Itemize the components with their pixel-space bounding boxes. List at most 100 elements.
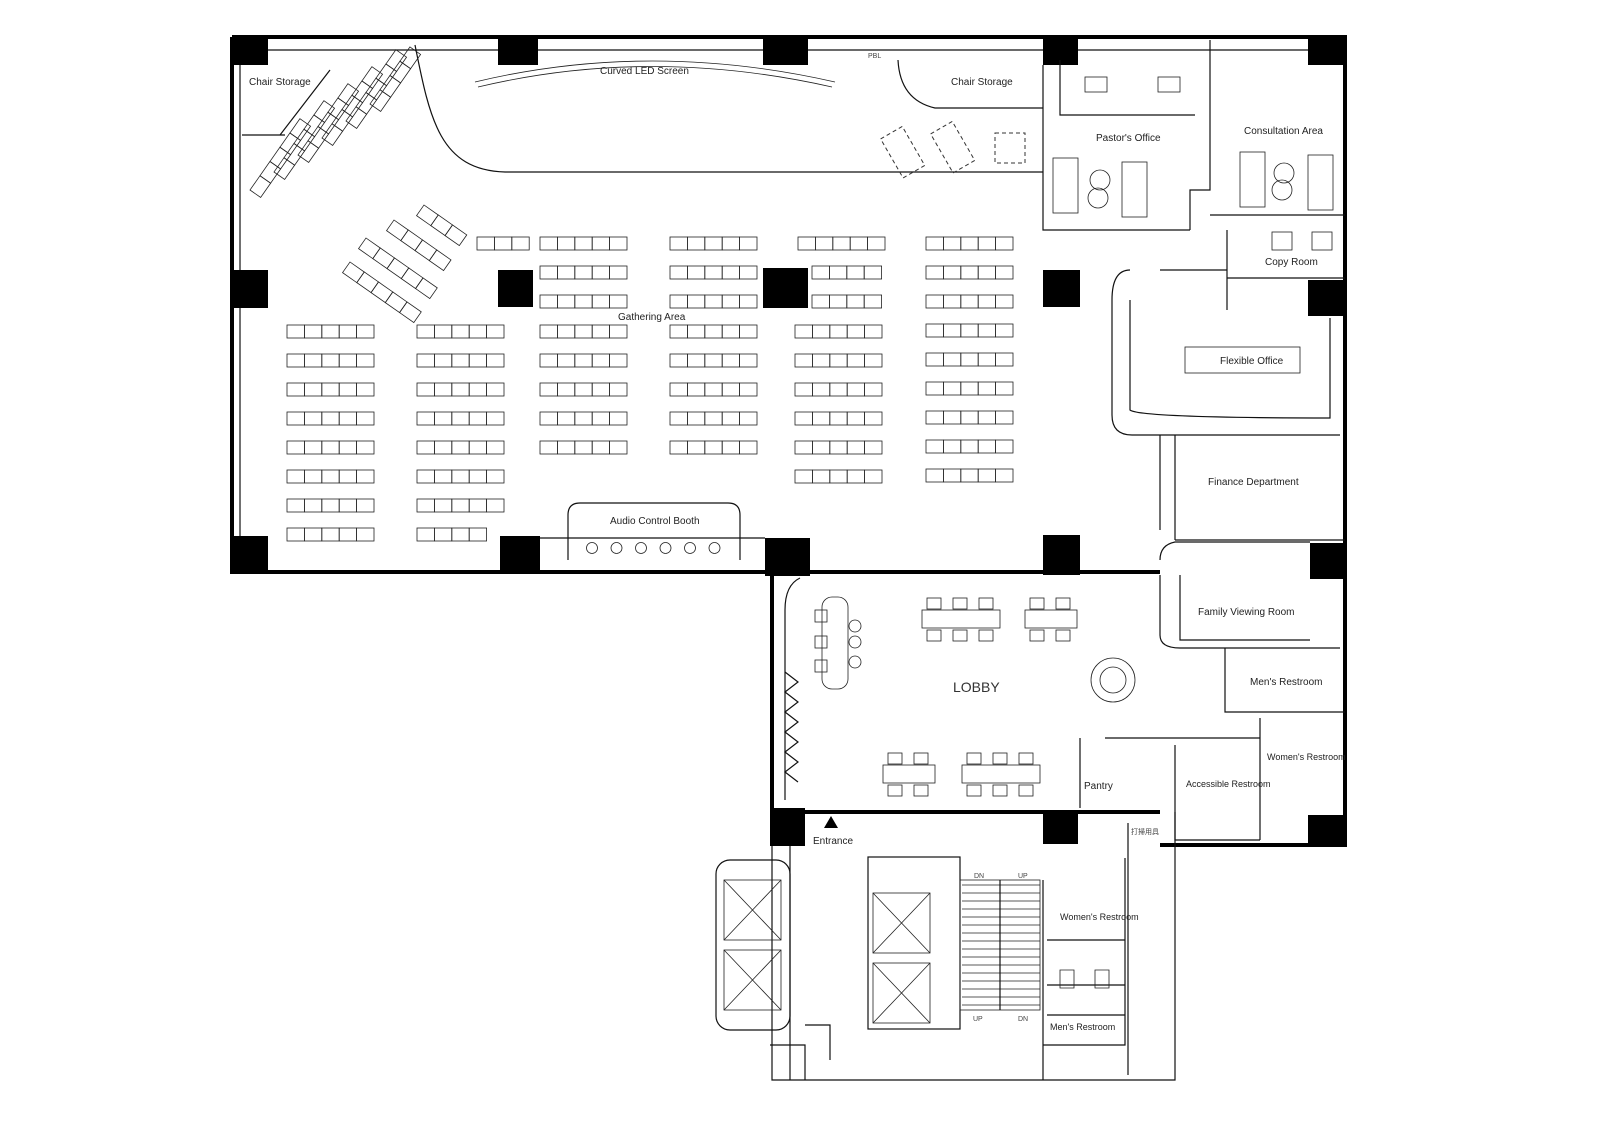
seat [863,294,883,309]
seat-row [539,294,628,309]
seat [943,468,962,483]
seat-row [286,498,375,513]
seat [313,100,336,124]
seat [303,353,323,368]
seat-row [811,294,883,309]
seat [384,291,408,314]
seat [416,527,435,542]
label-copy-room: Copy Room [1265,257,1318,268]
seat [321,324,340,339]
seat [365,77,388,101]
elevator-cross-icon [872,962,931,1024]
seat [486,498,505,513]
seat [960,236,979,251]
seat [669,382,688,397]
seat [341,261,365,284]
seat [357,237,381,260]
seat [476,236,495,251]
seat [829,382,848,397]
seat [321,382,340,397]
seat [864,353,883,368]
seat [794,440,813,455]
seat-row [249,118,312,199]
seat [389,60,412,84]
seat [286,469,305,484]
seat-row [416,469,505,484]
seat-row [925,323,1014,338]
seat [539,236,558,251]
seat [846,411,866,426]
seat [943,294,962,309]
seat [539,411,558,426]
seat [574,353,593,368]
seat [829,469,848,484]
seat [303,527,323,542]
seat [721,382,741,397]
seat [574,440,593,455]
seat [687,440,706,455]
seat [591,411,611,426]
seat-row [669,324,758,339]
seat [486,382,505,397]
seat [739,411,758,426]
column [1308,280,1345,316]
seat-row [794,353,883,368]
seat-row [669,353,758,368]
seat [356,353,375,368]
seat [468,353,488,368]
seat-row [416,382,505,397]
seat [846,353,866,368]
seat [338,353,358,368]
seat [609,440,628,455]
seat [609,324,628,339]
elevator-car [723,949,782,1011]
seat [687,265,706,280]
chair [913,784,929,797]
chair [952,597,968,610]
seat [416,382,435,397]
seat [416,440,435,455]
seat [829,265,848,280]
seat [960,323,979,338]
seat [385,49,408,73]
seat [609,265,628,280]
seat-row [357,237,438,300]
seat [829,411,848,426]
seat [539,265,558,280]
seat [338,324,358,339]
column [498,270,533,307]
seat [286,440,305,455]
seat [977,352,997,367]
seat [303,382,323,397]
seat [925,439,944,454]
seat [846,440,866,455]
seat [451,440,470,455]
seat [960,352,979,367]
seat [416,353,435,368]
seat [574,236,593,251]
seat [794,411,813,426]
seat [863,265,883,280]
seat [812,469,831,484]
booth-chair [586,542,598,554]
seat [400,229,424,252]
seat-row [416,353,505,368]
seat [303,498,323,513]
seat [574,294,593,309]
seat [829,353,848,368]
seat [739,353,758,368]
seat [846,469,866,484]
table [961,764,1041,784]
seat [721,294,741,309]
seat-row [794,382,883,397]
seat [925,236,944,251]
seat [995,381,1014,396]
seat [539,440,558,455]
seat [687,382,706,397]
seat [279,132,302,156]
seat [669,353,688,368]
booth-chair [635,542,647,554]
elevator-car [723,879,782,941]
seat-row [416,440,505,455]
seat-row [669,265,758,280]
